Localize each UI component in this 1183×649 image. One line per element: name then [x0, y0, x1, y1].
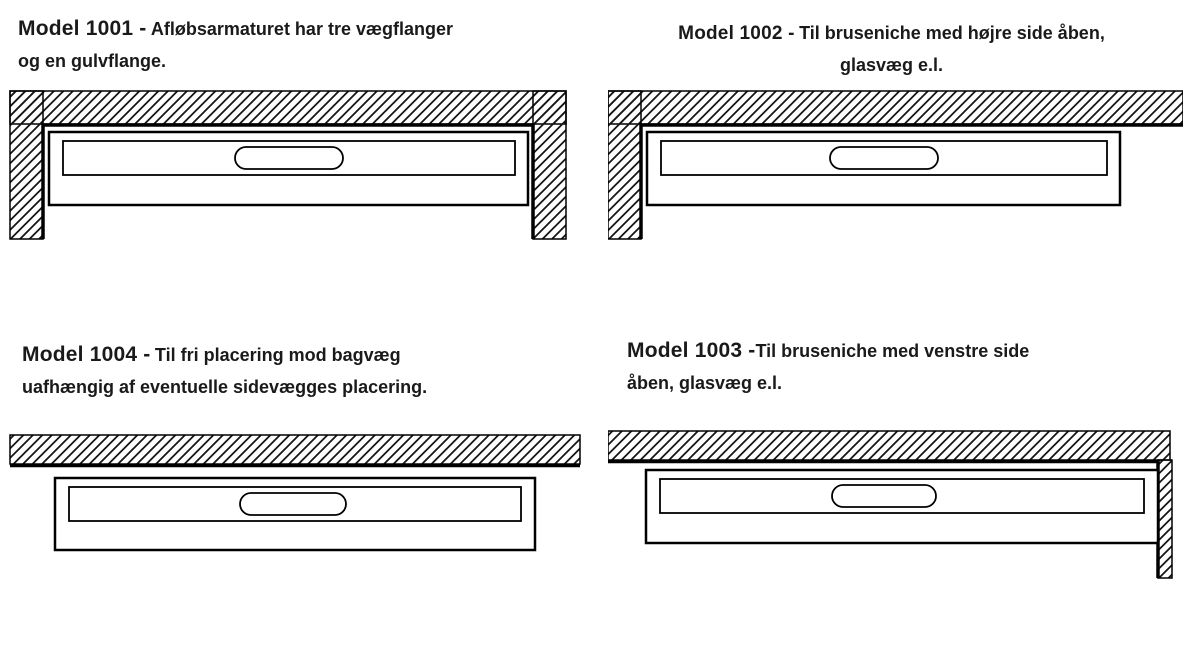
model-1002-desc-line2: glasvæg e.l. [839, 55, 944, 75]
wall-inner-edge [639, 123, 1183, 239]
model-1004-title: Model 1004 - Til fri placering mod bagvæ… [22, 340, 582, 404]
model-1001-title-line2: og en gulvflange. [18, 46, 578, 78]
model-1002-desc-line1: Til bruseniche med højre side åben, [799, 23, 1105, 43]
wall-hatch-top [608, 90, 1183, 125]
drain-outlet-oval [234, 146, 344, 170]
model-1002-title-line1: Model 1002 - Til bruseniche med højre si… [608, 18, 1175, 50]
wall-hatch-right [532, 90, 567, 240]
wall-hatch-top [9, 90, 567, 125]
model-1001-desc-line1: Afløbsarmaturet har tre vægflanger [150, 19, 453, 39]
drain-outlet-oval [239, 492, 347, 516]
model-1004-desc-line2: uafhængig af eventuelle sidevægges place… [22, 377, 428, 397]
model-1003-label: Model 1003 - [627, 339, 756, 362]
wall-hatch-left [608, 90, 642, 240]
model-1002-label: Model 1002 - [678, 23, 795, 44]
model-1001-desc-line2: og en gulvflange. [18, 51, 167, 71]
model-1004-label: Model 1004 - [22, 343, 151, 366]
model-1004-title-line2: uafhængig af eventuelle sidevægges place… [22, 372, 582, 404]
model-1001-title: Model 1001 - Afløbsarmaturet har tre væg… [18, 14, 578, 78]
model-1004-drawing [9, 434, 581, 552]
model-1004-desc-line1: Til fri placering mod bagvæg [154, 345, 401, 365]
model-1004-title-line1: Model 1004 - Til fri placering mod bagvæ… [22, 340, 582, 372]
wall-inner-edge [41, 123, 535, 239]
model-1003-title: Model 1003 -Til bruseniche med venstre s… [627, 336, 1167, 400]
wall-hatch-top [9, 434, 581, 465]
model-1001-drawing [9, 90, 567, 240]
drain-outlet-oval [829, 146, 939, 170]
model-1003-drawing [608, 430, 1173, 579]
model-1002-title: Model 1002 - Til bruseniche med højre si… [608, 18, 1175, 82]
model-1003-title-line1: Model 1003 -Til bruseniche med venstre s… [627, 336, 1167, 368]
model-1001-label: Model 1001 - [18, 17, 147, 40]
model-1002-title-line2: glasvæg e.l. [608, 50, 1175, 82]
wall-hatch-left [9, 90, 44, 240]
model-1003-title-line2: åben, glasvæg e.l. [627, 368, 1167, 400]
model-1001-title-line1: Model 1001 - Afløbsarmaturet har tre væg… [18, 14, 578, 46]
wall-hatch-top [608, 430, 1171, 461]
model-1003-desc-line2: åben, glasvæg e.l. [627, 373, 783, 393]
model-1003-desc-line1: Til bruseniche med venstre side [755, 341, 1030, 361]
drain-outlet-oval [831, 484, 937, 508]
model-1002-drawing [608, 90, 1183, 240]
wall-hatch-right [1157, 459, 1173, 579]
